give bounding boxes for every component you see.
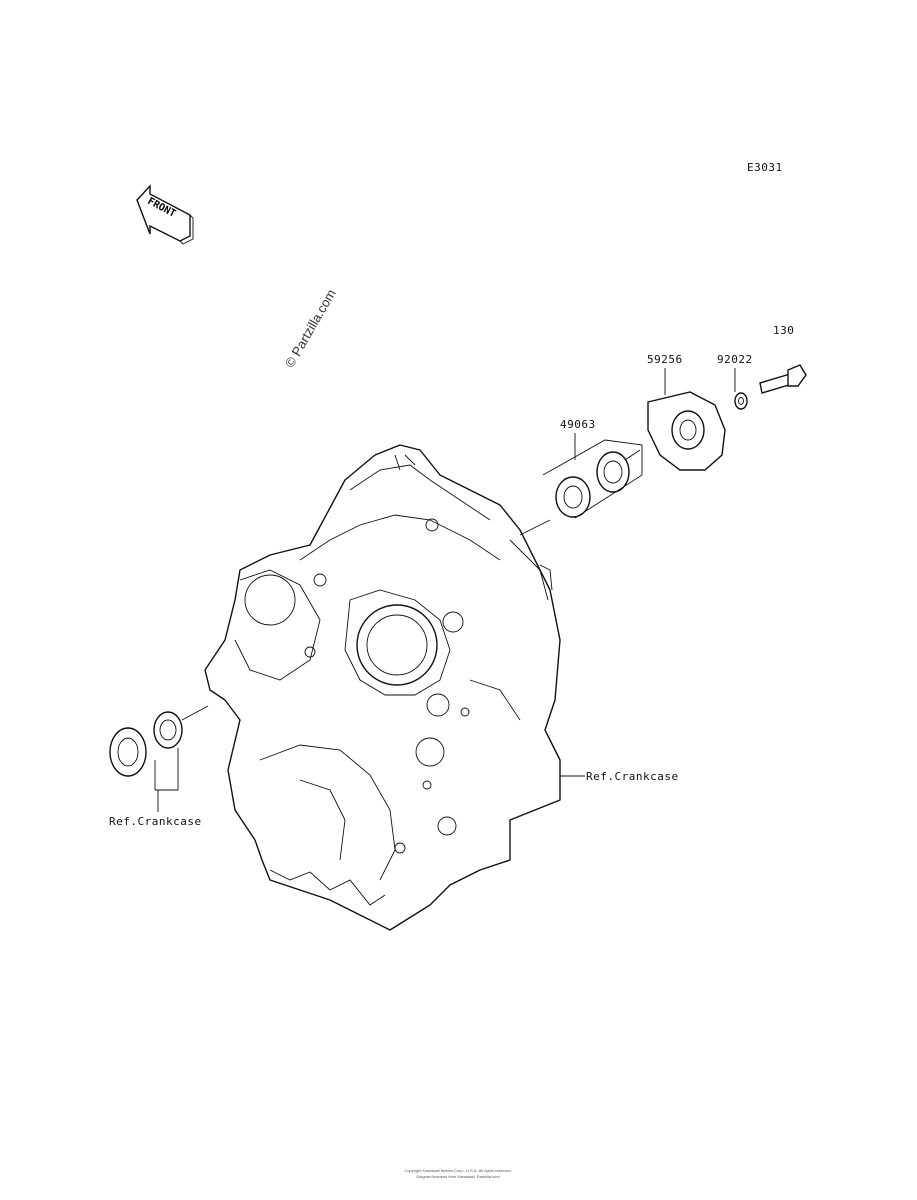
washer-92022-icon — [734, 392, 748, 410]
part-number-130[interactable]: 130 — [773, 324, 795, 337]
crankcase-drawing — [204, 444, 561, 931]
footer-line-1: Copyright Kawasaki Motors Corp., U.S.A. … — [404, 1168, 512, 1173]
cover-59256-icon — [647, 391, 726, 471]
ref-crankcase-left: Ref.Crankcase — [109, 815, 202, 828]
leader-lines — [154, 368, 736, 812]
footer-line-2: Diagram licensed from Kawasaki. Partzill… — [416, 1174, 500, 1179]
ref-crankcase-right: Ref.Crankcase — [586, 770, 679, 783]
part-number-92022[interactable]: 92022 — [717, 353, 753, 366]
part-number-59256[interactable]: 59256 — [647, 353, 683, 366]
front-arrow-icon: FRONT — [136, 184, 194, 245]
bearing-left-icon — [109, 711, 183, 777]
diagram-code: E3031 — [747, 161, 783, 174]
seal-49063-icon — [555, 451, 630, 518]
bolt-130-icon — [759, 364, 807, 394]
part-number-49063[interactable]: 49063 — [560, 418, 596, 431]
